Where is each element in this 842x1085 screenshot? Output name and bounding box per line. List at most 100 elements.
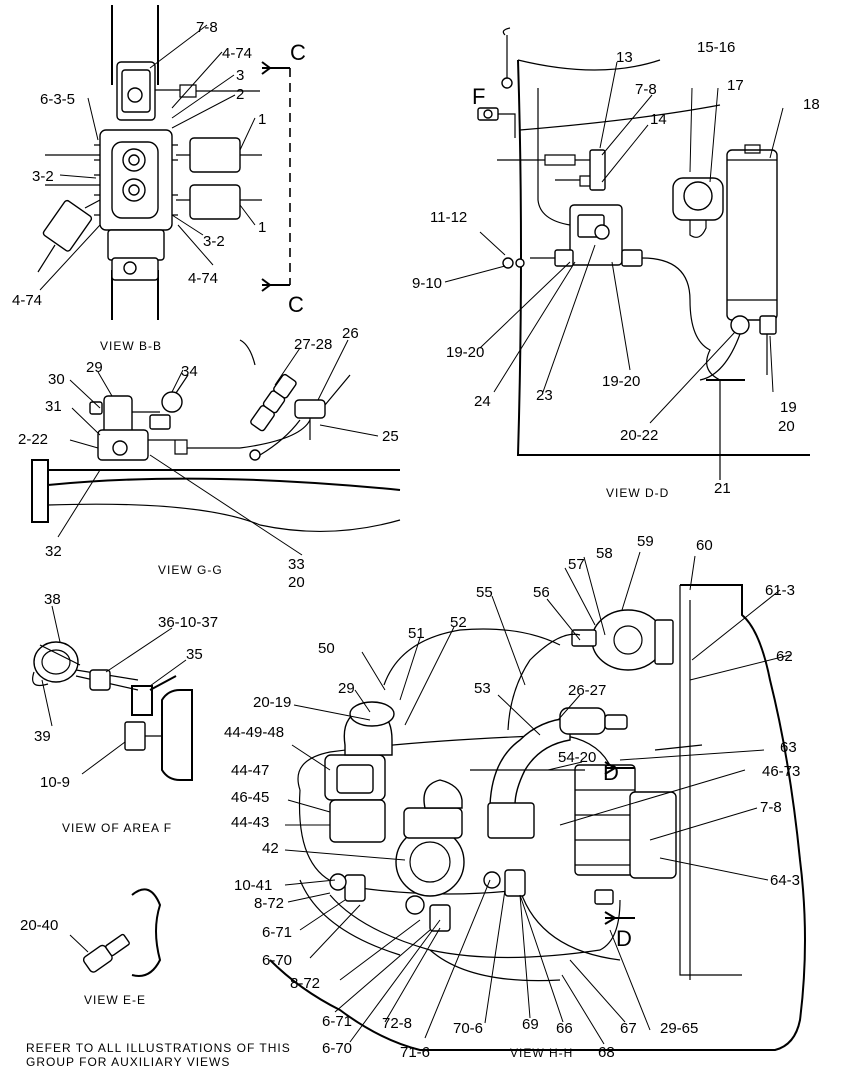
callout: 53: [474, 680, 491, 697]
view-letter-f: F: [472, 84, 485, 109]
callout: 68: [598, 1044, 615, 1061]
callout: 20: [288, 574, 305, 591]
callout: 6-70: [262, 952, 292, 969]
callout: 10-41: [234, 877, 272, 894]
callout: 3: [236, 67, 244, 84]
callout: 44-47: [231, 762, 269, 779]
callout: 13: [616, 49, 633, 66]
callout: 21: [714, 480, 731, 497]
section-mark-d-bottom: D: [616, 926, 632, 951]
callout: 60: [696, 537, 713, 554]
callout: 62: [776, 648, 793, 665]
callout: 19-20: [446, 344, 484, 361]
callout: 46-45: [231, 789, 269, 806]
section-mark-d-top: D: [603, 760, 619, 785]
callout: 20-40: [20, 917, 58, 934]
callout: 63: [780, 739, 797, 756]
view-caption: VIEW H-H: [510, 1046, 573, 1060]
callout: 19: [780, 399, 797, 416]
callout: 26-27: [568, 682, 606, 699]
callout: 1: [258, 111, 266, 128]
callout: 4-74: [12, 292, 42, 309]
callout: 9-10: [412, 275, 442, 292]
callout: 64-3: [770, 872, 800, 889]
callout: 4-74: [188, 270, 218, 287]
callout: 2-22: [18, 431, 48, 448]
callout: 29: [338, 680, 355, 697]
callout: 32: [45, 543, 62, 560]
callout: 35: [186, 646, 203, 663]
callout: 67: [620, 1020, 637, 1037]
callout: 71-6: [400, 1044, 430, 1061]
callout: 61-3: [765, 582, 795, 599]
callout: 20-19: [253, 694, 291, 711]
callout: 7-8: [635, 81, 657, 98]
callout: 25: [382, 428, 399, 445]
callout: 34: [181, 363, 198, 380]
callout: 6-71: [322, 1013, 352, 1030]
callout: 17: [727, 77, 744, 94]
footnote-line-2: GROUP FOR AUXILIARY VIEWS: [26, 1055, 230, 1069]
callout: 44-49-48: [224, 724, 284, 741]
callout: 8-72: [290, 975, 320, 992]
callout: 69: [522, 1016, 539, 1033]
callout: 54-20: [558, 749, 596, 766]
view-area-f: 38 36-10-37 35 39 10-9 VIEW OF AREA F: [32, 591, 218, 835]
callout: 15-16: [697, 39, 735, 56]
callout: 14: [650, 111, 667, 128]
callout: 66: [556, 1020, 573, 1037]
view-h-h: D D 59 60 58 57 56 55 61-3 52 51 50 62 5…: [224, 533, 806, 1061]
callout: 44-43: [231, 814, 269, 831]
callout: 51: [408, 625, 425, 642]
callout: 46-73: [762, 763, 800, 780]
view-e-e: 20-40 VIEW E-E: [20, 888, 162, 1007]
callout: 39: [34, 728, 51, 745]
section-mark-c-top: C: [290, 40, 306, 65]
view-g-g: 27-28 26 30 29 34 31 25 2-22 32 33 20 VI…: [18, 325, 401, 591]
callout: 27-28: [294, 336, 332, 353]
view-d-d: F 13 15-16 17 18 7-8 14 11-12 9-10 19-20…: [412, 27, 820, 500]
callout: 1: [258, 219, 266, 236]
callout: 36-10-37: [158, 614, 218, 631]
view-caption: VIEW E-E: [84, 993, 146, 1007]
callout: 10-9: [40, 774, 70, 791]
view-caption: VIEW G-G: [158, 563, 223, 577]
callout: 38: [44, 591, 61, 608]
view-caption: VIEW OF AREA F: [62, 821, 172, 835]
callout: 29: [86, 359, 103, 376]
callout: 31: [45, 398, 62, 415]
callout: 4-74: [222, 45, 252, 62]
callout: 2: [236, 86, 244, 103]
view-caption: VIEW D-D: [606, 486, 669, 500]
callout: 30: [48, 371, 65, 388]
view-caption: VIEW B-B: [100, 339, 162, 353]
footnote-line-1: REFER TO ALL ILLUSTRATIONS OF THIS: [26, 1041, 291, 1055]
callout: 6-70: [322, 1040, 352, 1057]
callout: 8-72: [254, 895, 284, 912]
callout: 42: [262, 840, 279, 857]
callout: 18: [803, 96, 820, 113]
callout: 26: [342, 325, 359, 342]
callout: 20: [778, 418, 795, 435]
section-mark-c-bottom: C: [288, 292, 304, 317]
callout: 3-2: [203, 233, 225, 250]
callout: 33: [288, 556, 305, 573]
callout: 6-3-5: [40, 91, 75, 108]
callout: 56: [533, 584, 550, 601]
callout: 20-22: [620, 427, 658, 444]
callout: 50: [318, 640, 335, 657]
callout: 19-20: [602, 373, 640, 390]
callout: 58: [596, 545, 613, 562]
callout: 57: [568, 556, 585, 573]
callout: 7-8: [196, 19, 218, 36]
callout: 3-2: [32, 168, 54, 185]
callout: 7-8: [760, 799, 782, 816]
callout: 59: [637, 533, 654, 550]
callout: 23: [536, 387, 553, 404]
callout: 72-8: [382, 1015, 412, 1032]
callout: 29-65: [660, 1020, 698, 1037]
callout: 11-12: [430, 209, 467, 226]
callout: 70-6: [453, 1020, 483, 1037]
callout: 6-71: [262, 924, 292, 941]
